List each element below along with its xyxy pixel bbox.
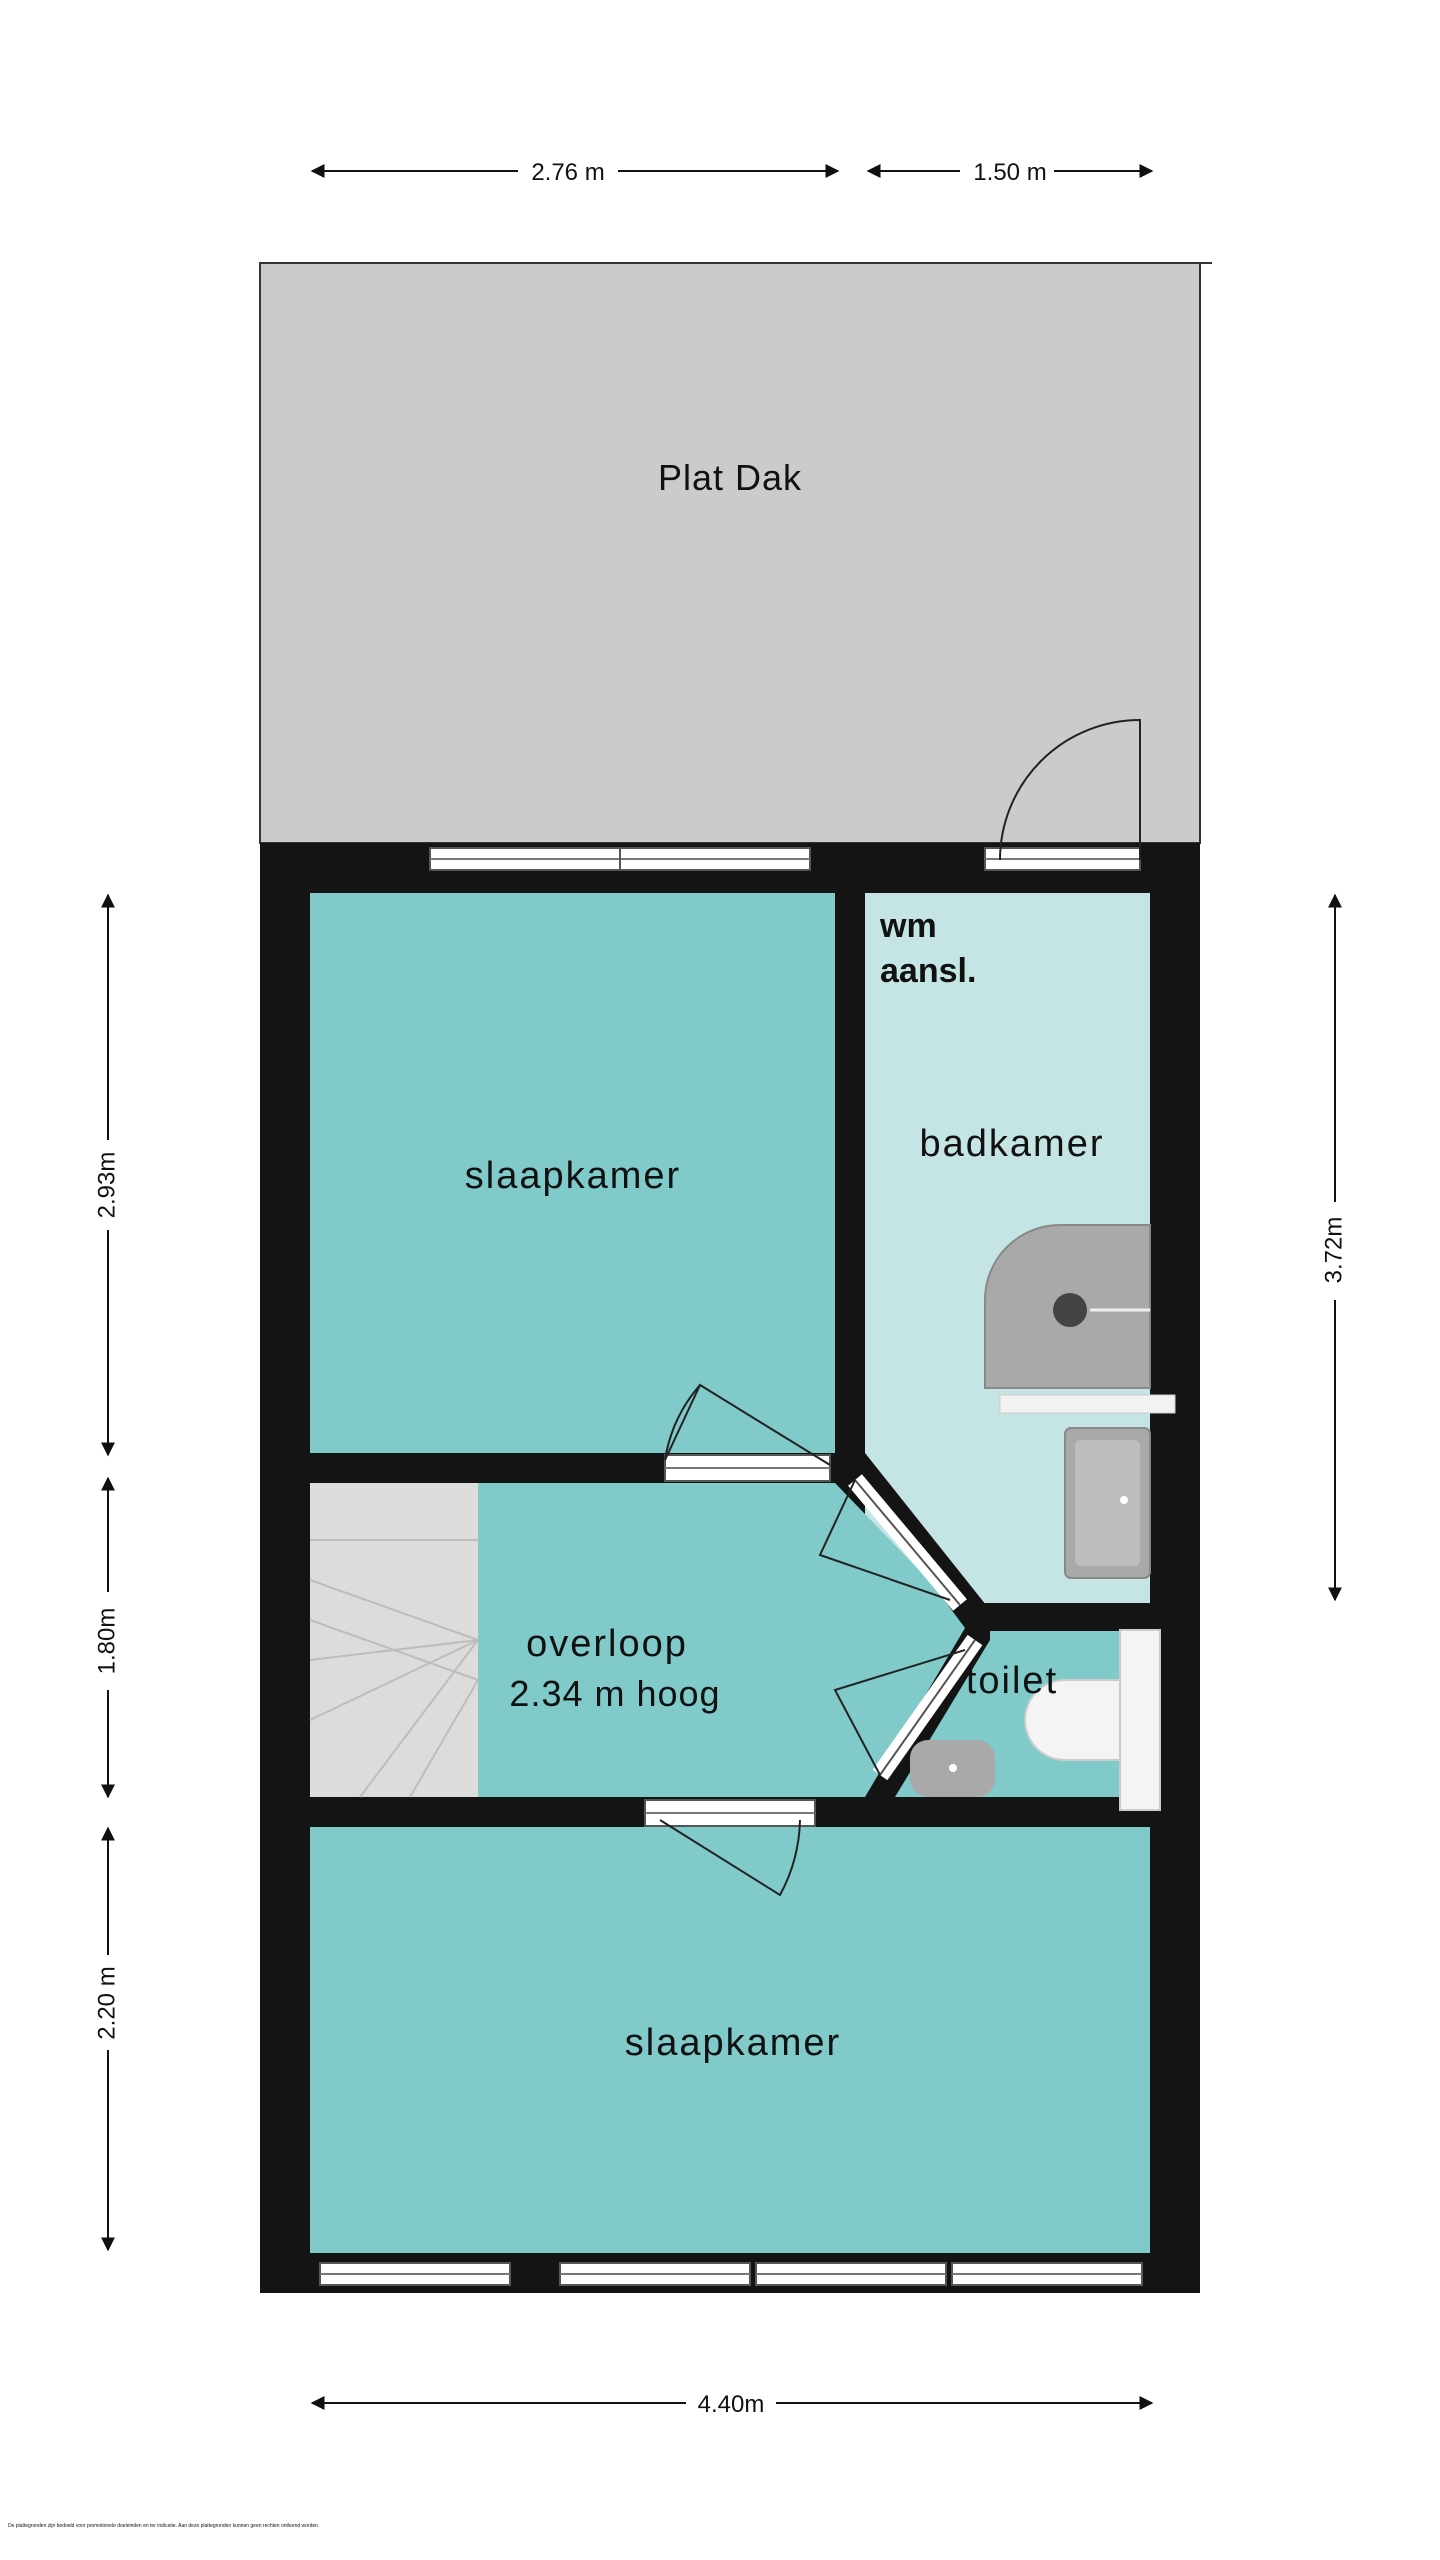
dimension-right: 3.72m: [1320, 893, 1347, 1602]
shower: [984, 1224, 1151, 1389]
staircase: [309, 1483, 479, 1798]
door-roof: [999, 718, 1141, 861]
door-bedroom-top: [664, 1383, 831, 1482]
dimension-top-left-label: 2.76 m: [531, 159, 604, 186]
dimension-left-1-label: 2.93m: [93, 1152, 120, 1219]
bedroom-bottom-floor: [310, 1827, 1150, 2253]
windows-bottom: [319, 2262, 1143, 2286]
toilet-label: toilet: [966, 1660, 1058, 1702]
landing-label: overloop: [526, 1623, 688, 1665]
dimension-bottom-label: 4.40m: [698, 2391, 765, 2418]
landing-height-label: 2.34 m hoog: [509, 1673, 720, 1714]
door-bathroom: [818, 1474, 967, 1611]
toilet-bowl: [1024, 1629, 1161, 1811]
dimension-right-label: 3.72m: [1320, 1217, 1347, 1284]
dimension-top-right-label: 1.50 m: [973, 159, 1046, 186]
bathroom-label: badkamer: [920, 1123, 1105, 1165]
sink-toilet: [910, 1740, 995, 1797]
footer-disclaimer: De plattegronden zijn bedoeld voor promo…: [8, 2523, 319, 2529]
bedroom-top-label: slaapkamer: [465, 1155, 681, 1197]
dimension-top-left: 2.76 m: [310, 159, 840, 186]
dimension-left-1: 2.93m: [93, 893, 120, 1457]
bedroom-top-floor: [310, 893, 835, 1453]
roof-label: Plat Dak: [658, 457, 802, 498]
wm-label-line2: aansl.: [880, 952, 976, 990]
bathroom-counter: [999, 1394, 1176, 1414]
door-bedroom-bottom: [644, 1799, 816, 1897]
door-toilet: [833, 1634, 983, 1781]
dimension-left-3-label: 2.20 m: [93, 1966, 120, 2039]
toilet-wall: [965, 1603, 1155, 1631]
wm-label-line1: wm: [879, 907, 937, 945]
dimension-left-2: 1.80m: [93, 1476, 120, 1799]
bedroom-bottom-label: slaapkamer: [625, 2022, 841, 2064]
dimension-left-2-label: 1.80m: [93, 1608, 120, 1675]
sink-bathroom: [1064, 1427, 1151, 1579]
dimension-left-3: 2.20 m: [93, 1826, 120, 2252]
window-top-bedroom: [429, 847, 811, 871]
dimension-top-right: 1.50 m: [866, 159, 1154, 186]
window-top-bathroom: [984, 847, 1141, 871]
flat-roof: [259, 262, 1201, 844]
dimension-bottom: 4.40m: [310, 2391, 1154, 2418]
